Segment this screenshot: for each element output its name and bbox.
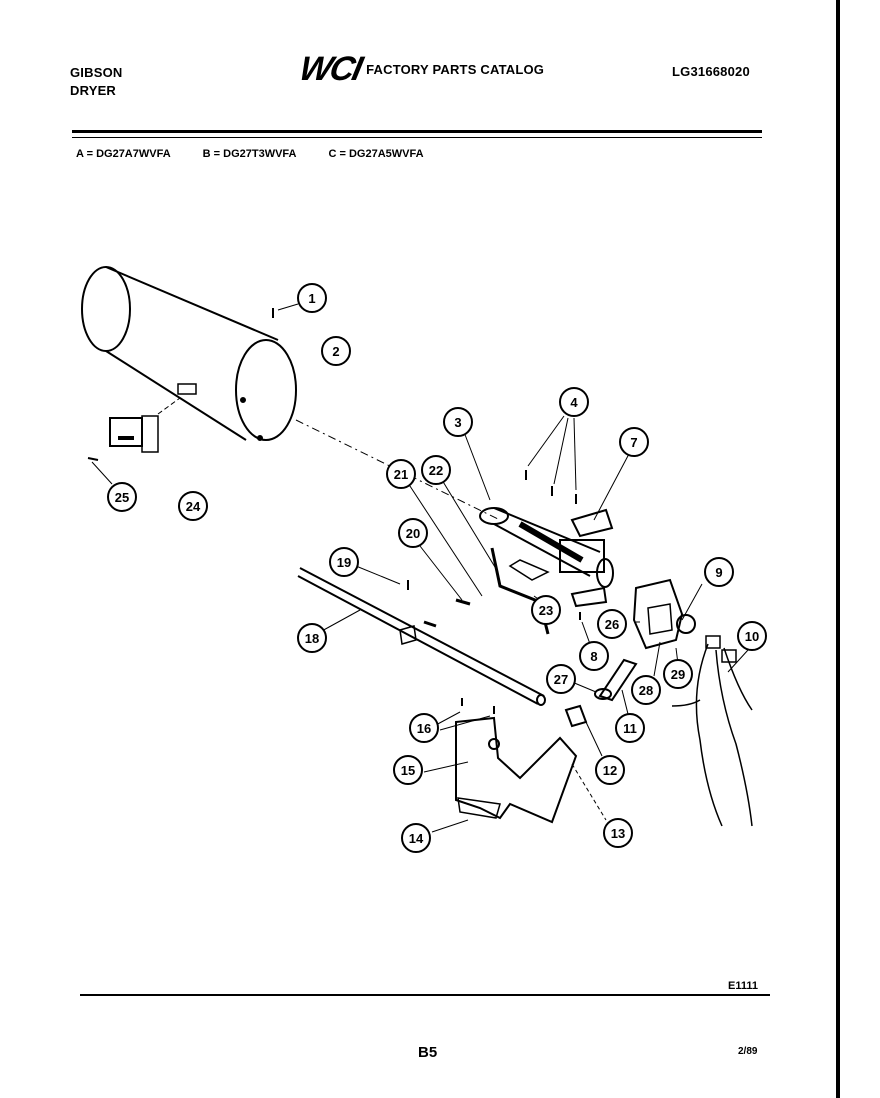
callout-label-23: 23 [539,603,553,618]
callout-label-27: 27 [554,672,568,687]
callout-7 [619,427,649,457]
callout-label-26: 26 [605,617,619,632]
callout-label-3: 3 [454,415,461,430]
callout-label-9: 9 [715,565,722,580]
callout-label-25: 25 [115,490,129,505]
callout-26 [597,609,627,639]
page-number: B5 [418,1044,438,1061]
figure-code: E1111 [728,980,758,992]
callout-label-8: 8 [590,649,597,664]
callout-21 [386,459,416,489]
callout-label-7: 7 [630,435,637,450]
page-border [836,0,840,1098]
model-b: B = DG27T3WVFA [202,148,297,160]
callout-12 [595,755,625,785]
brand-block: GIBSON DRYER [70,64,122,100]
callout-28 [631,675,661,705]
callouts [107,283,767,853]
model-a: A = DG27A7WVFA [76,148,171,160]
callout-label-1: 1 [308,291,315,306]
callout-label-15: 15 [401,763,415,778]
switch-part-24 [109,397,181,453]
burner-tube-part-3 [479,507,614,588]
callout-25 [107,482,137,512]
callout-11 [615,713,645,743]
callout-2 [321,336,351,366]
callout-label-24: 24 [186,499,201,514]
callout-10 [737,621,767,651]
callout-label-10: 10 [745,629,759,644]
mounting-bracket-part-15 [455,716,578,824]
callout-label-16: 16 [417,721,431,736]
gas-valve-part-26 [632,578,696,650]
model-c: C = DG27A5WVFA [328,148,424,160]
callout-14 [401,823,431,853]
callout-19 [329,547,359,577]
callout-20 [398,518,428,548]
manifold-pipe-part-18 [297,567,546,706]
callout-23 [531,595,561,625]
callout-15 [393,755,423,785]
callout-label-2: 2 [332,344,339,359]
brand-name: GIBSON [70,65,123,80]
callout-24 [178,491,208,521]
callout-label-13: 13 [611,826,625,841]
callout-27 [546,664,576,694]
callout-label-18: 18 [305,631,319,646]
callout-label-11: 11 [623,721,637,736]
callout-label-12: 12 [603,763,617,778]
callout-18 [297,623,327,653]
footer-rule [80,994,770,996]
callout-3 [443,407,473,437]
callout-8 [579,641,609,671]
revision-date: 2/89 [738,1046,758,1057]
callout-label-20: 20 [406,526,420,541]
header-rule-thin [72,137,762,138]
callout-label-28: 28 [639,683,653,698]
wire-harness-part-10 [671,635,753,827]
callout-label-21: 21 [394,467,408,482]
callout-label-14: 14 [409,831,424,846]
header-rule-thick [72,130,762,133]
callout-4 [559,387,589,417]
callout-label-19: 19 [337,555,351,570]
callout-label-29: 29 [671,667,685,682]
model-list: A = DG27A7WVFA B = DG27T3WVFA C = DG27A5… [76,148,424,160]
callout-29 [663,659,693,689]
callout-22 [421,455,451,485]
catalog-header: WCI FACTORY PARTS CATALOG [296,50,545,89]
exploded-parts-diagram: 1 2 3 4 7 8 9 10 11 12 13 14 15 16 18 19… [81,266,767,853]
product-type: DRYER [70,83,117,98]
catalog-title: FACTORY PARTS CATALOG [366,62,545,77]
drum-part [81,266,297,441]
callout-1 [297,283,327,313]
callout-label-4: 4 [570,395,578,410]
callout-label-22: 22 [429,463,443,478]
catalog-number: LG31668020 [672,64,750,79]
callout-9 [704,557,734,587]
callout-16 [409,713,439,743]
callout-13 [603,818,633,848]
